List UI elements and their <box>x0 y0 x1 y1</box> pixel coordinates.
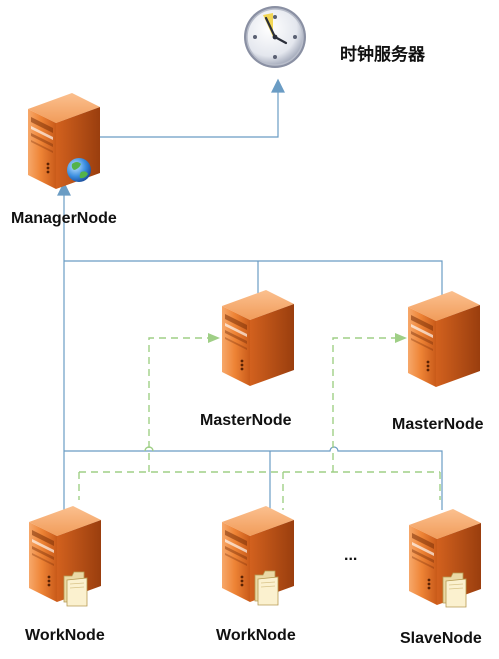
master-node-1: MasterNode <box>200 290 294 429</box>
work-node-1-label: WorkNode <box>25 627 105 644</box>
manager-node: ManagerNode <box>11 93 117 227</box>
bottom-bus-line <box>64 446 443 510</box>
work-node-2: WorkNode <box>216 506 296 644</box>
clock-icon <box>244 6 306 68</box>
dashed-connections <box>78 333 441 510</box>
manager-arrowhead <box>57 181 71 196</box>
master-node-2-label: MasterNode <box>392 416 484 433</box>
line-crossing-marks <box>144 446 154 452</box>
work-node-1: WorkNode <box>25 506 105 644</box>
slave-node: SlaveNode <box>400 509 482 647</box>
folder-icon <box>254 570 279 606</box>
folder-icon <box>63 571 88 607</box>
work-node-2-label: WorkNode <box>216 627 296 644</box>
slave-node-label: SlaveNode <box>400 630 482 647</box>
server-icon <box>222 290 294 386</box>
manager-to-clock-line <box>96 84 279 138</box>
master2-dashed-line <box>332 337 401 472</box>
master-node-2: MasterNode <box>392 291 484 433</box>
master-node-1-label: MasterNode <box>200 412 292 429</box>
master2-dashed-arrow <box>395 333 407 343</box>
master1-dashed-line <box>148 337 214 472</box>
server-icon <box>408 291 480 387</box>
folder-icon <box>442 572 467 608</box>
clock-server-label: 时钟服务器 <box>340 44 426 65</box>
clock-arrowhead <box>271 78 285 93</box>
master1-dashed-arrow <box>208 333 220 343</box>
ellipsis-label: ... <box>344 547 357 564</box>
globe-icon <box>67 158 91 182</box>
solid-connections <box>57 78 443 520</box>
manager-node-label: ManagerNode <box>11 210 117 227</box>
top-bus-line <box>64 260 443 298</box>
